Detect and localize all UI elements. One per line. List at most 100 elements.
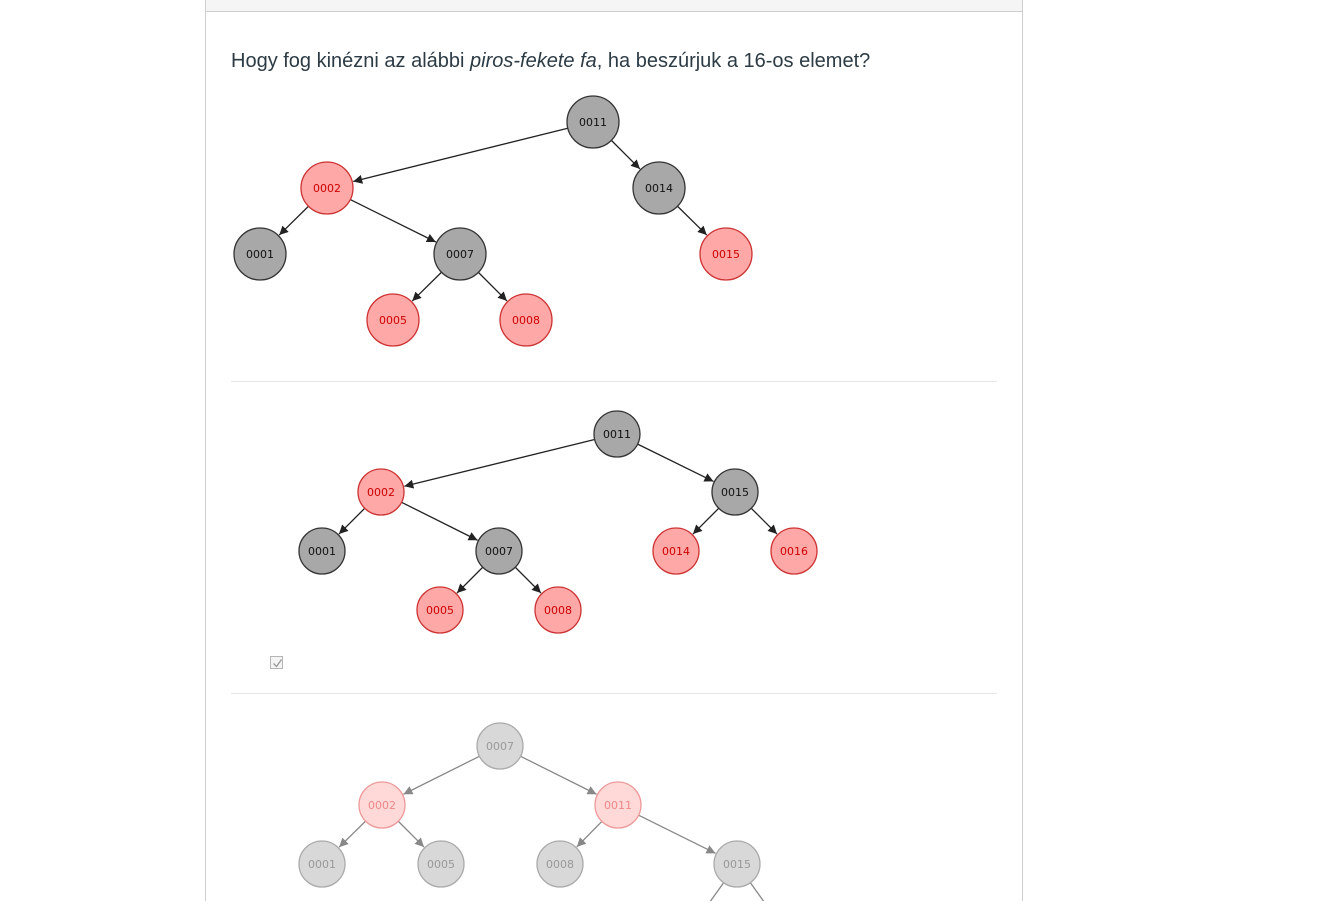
answer-divider bbox=[231, 693, 997, 694]
node-circle bbox=[416, 586, 464, 634]
node-label: 0007 bbox=[486, 740, 514, 753]
node-circle bbox=[652, 527, 700, 575]
node-circle bbox=[300, 161, 354, 215]
node-circle bbox=[536, 840, 584, 888]
tree-node-0015: 0015 bbox=[713, 840, 761, 888]
tree-edge bbox=[338, 820, 367, 848]
tree-node-0014: 0014 bbox=[652, 527, 700, 575]
tree-node-0002: 0002 bbox=[300, 161, 354, 215]
checkmark-icon bbox=[273, 659, 283, 668]
node-circle bbox=[433, 227, 487, 281]
tree-edges bbox=[338, 438, 778, 594]
node-label: 0008 bbox=[544, 604, 572, 617]
node-label: 0015 bbox=[712, 248, 740, 261]
node-circle bbox=[358, 781, 406, 829]
tree-node-0001: 0001 bbox=[298, 840, 346, 888]
node-label: 0005 bbox=[379, 314, 407, 327]
node-circle bbox=[566, 95, 620, 149]
tree-edge bbox=[709, 882, 725, 901]
tree-edge bbox=[514, 566, 542, 594]
tree-node-0007: 0007 bbox=[476, 722, 524, 770]
tree-node-0008: 0008 bbox=[536, 840, 584, 888]
tree-edge bbox=[353, 127, 568, 184]
node-circle bbox=[298, 527, 346, 575]
quiz-question-panel: Hogy fog kinézni az alábbi piros-fekete … bbox=[205, 0, 1023, 901]
node-label: 0001 bbox=[246, 248, 274, 261]
node-label: 0011 bbox=[604, 799, 632, 812]
tree-node-0011: 0011 bbox=[593, 410, 641, 458]
node-label: 0015 bbox=[723, 858, 751, 871]
original-rb-tree-diagram: 0011 0002 0014 0001 0007 0015 0005 0008 bbox=[233, 95, 753, 347]
tree-node-0007: 0007 bbox=[475, 527, 523, 575]
node-circle bbox=[417, 840, 465, 888]
tree-edge bbox=[403, 755, 480, 795]
node-label: 0008 bbox=[546, 858, 574, 871]
answer-option-2-tree[interactable]: 0007 0002 0011 0001 0005 0008 0015 bbox=[206, 0, 1022, 901]
node-label: 0015 bbox=[721, 486, 749, 499]
node-circle bbox=[699, 227, 753, 281]
tree-edge bbox=[692, 507, 720, 535]
node-label: 0002 bbox=[313, 182, 341, 195]
tree-edge bbox=[278, 205, 309, 236]
node-circle bbox=[632, 161, 686, 215]
node-label: 0011 bbox=[603, 428, 631, 441]
tree-node-0007: 0007 bbox=[433, 227, 487, 281]
question-header-bar bbox=[206, 0, 1022, 12]
tree-node-0002: 0002 bbox=[358, 781, 406, 829]
tree-edge bbox=[350, 198, 437, 243]
tree-node-0001: 0001 bbox=[298, 527, 346, 575]
node-circle bbox=[770, 527, 818, 575]
node-circle bbox=[711, 468, 759, 516]
node-circle bbox=[366, 293, 420, 347]
node-label: 0014 bbox=[662, 545, 690, 558]
tree-edge bbox=[637, 443, 714, 482]
tree-edge bbox=[338, 507, 366, 535]
node-circle bbox=[476, 722, 524, 770]
answer-option-1-checkbox[interactable] bbox=[270, 656, 283, 669]
tree-edge bbox=[520, 755, 597, 795]
tree-node-0002: 0002 bbox=[357, 468, 405, 516]
node-circle bbox=[594, 781, 642, 829]
tree-edges bbox=[338, 755, 765, 901]
tree-edge bbox=[677, 205, 708, 236]
tree-node-0005: 0005 bbox=[417, 840, 465, 888]
node-label: 0011 bbox=[579, 116, 607, 129]
node-label: 0002 bbox=[368, 799, 396, 812]
tree-edge bbox=[411, 271, 442, 302]
tree-node-0016: 0016 bbox=[770, 527, 818, 575]
node-circle bbox=[534, 586, 582, 634]
node-circle bbox=[233, 227, 287, 281]
tree-edges bbox=[278, 127, 708, 302]
node-circle bbox=[298, 840, 346, 888]
tree-node-0015: 0015 bbox=[711, 468, 759, 516]
question-text-before: Hogy fog kinézni az alábbi bbox=[231, 50, 471, 72]
tree-node-0011: 0011 bbox=[566, 95, 620, 149]
node-label: 0005 bbox=[426, 604, 454, 617]
node-circle bbox=[713, 840, 761, 888]
tree-edge bbox=[477, 271, 508, 302]
tree-node-0005: 0005 bbox=[366, 293, 420, 347]
tree-node-0014: 0014 bbox=[632, 161, 686, 215]
tree-node-0008: 0008 bbox=[499, 293, 553, 347]
answer-divider bbox=[231, 381, 997, 382]
tree-edge bbox=[638, 814, 716, 854]
tree-node-0015: 0015 bbox=[699, 227, 753, 281]
node-label: 0007 bbox=[485, 545, 513, 558]
question-text-after: , ha beszúrjuk a 16-os elemet? bbox=[596, 50, 871, 72]
question-text-italic: piros-fekete fa bbox=[470, 50, 597, 72]
tree-edge bbox=[397, 820, 425, 848]
node-label: 0008 bbox=[512, 314, 540, 327]
tree-edge bbox=[401, 501, 478, 541]
node-label: 0001 bbox=[308, 545, 336, 558]
tree-node-0005: 0005 bbox=[416, 586, 464, 634]
tree-edge bbox=[576, 820, 603, 848]
tree-node-0008: 0008 bbox=[534, 586, 582, 634]
node-circle bbox=[475, 527, 523, 575]
tree-edge bbox=[456, 566, 484, 594]
node-label: 0002 bbox=[367, 486, 395, 499]
tree-edge bbox=[749, 882, 765, 901]
tree-edge bbox=[750, 507, 778, 535]
answer-option-1-tree[interactable]: 0011 0002 0015 0001 0007 0014 0016 0005 0008 bbox=[206, 0, 1022, 660]
tree-node-0011: 0011 bbox=[594, 781, 642, 829]
node-circle bbox=[357, 468, 405, 516]
